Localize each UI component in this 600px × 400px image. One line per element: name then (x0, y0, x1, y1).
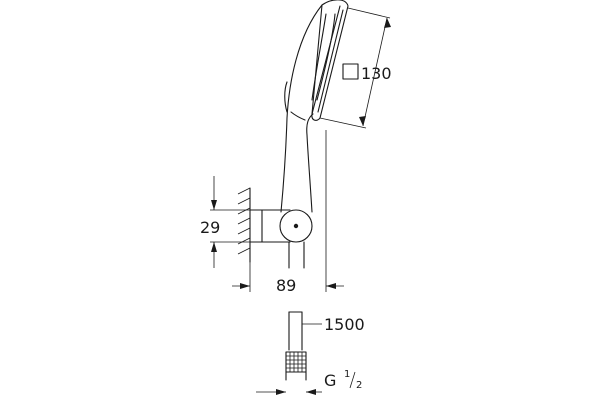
hose-upper (288, 241, 305, 269)
dimension-1500-label: 1500 (324, 315, 365, 334)
ball-joint (279, 209, 313, 243)
dimension-130-label: 130 (361, 64, 392, 83)
wall-hatch (237, 187, 251, 263)
hose-lower (288, 311, 303, 351)
thread-numerator: 1 (344, 369, 350, 380)
dimension-thread: G 1 2 (256, 369, 362, 395)
dimension-29-label: 29 (200, 218, 220, 237)
thread-prefix: G (324, 371, 336, 390)
dimension-89-label: 89 (276, 276, 296, 295)
dimension-89: 89 (232, 130, 344, 295)
hose-nut (285, 351, 307, 381)
wall-bracket (249, 209, 291, 243)
dimension-29: 29 (200, 176, 250, 268)
dimension-1500: 1500 (302, 315, 365, 334)
square-dimension-icon (342, 63, 359, 80)
thread-denominator: 2 (356, 380, 362, 391)
side-button (284, 81, 288, 113)
hand-shower-handle (280, 4, 323, 213)
spray-head (311, 0, 349, 121)
dimension-130: 130 (319, 7, 392, 129)
